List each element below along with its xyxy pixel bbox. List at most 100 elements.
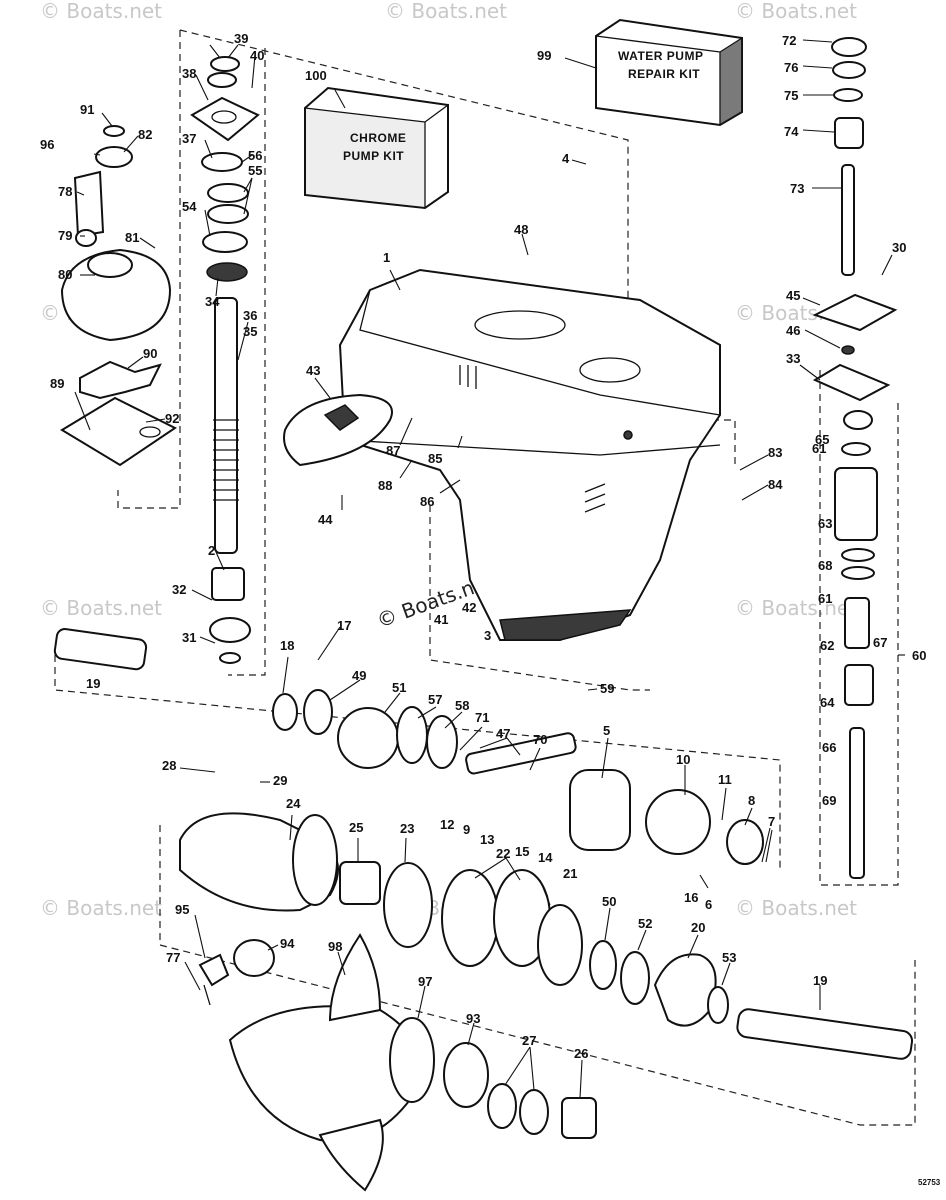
trim-tab-plate xyxy=(283,393,393,467)
label-14: 14 xyxy=(538,850,553,865)
label-95: 95 xyxy=(175,902,189,917)
label-80: 80 xyxy=(58,267,72,282)
label-28: 28 xyxy=(162,758,176,773)
propeller-parts xyxy=(198,933,597,1192)
label-16: 16 xyxy=(684,890,698,905)
label-77: 77 xyxy=(166,950,180,965)
label-79: 79 xyxy=(58,228,72,243)
label-64: 64 xyxy=(820,695,835,710)
label-90: 90 xyxy=(143,346,157,361)
label-70: 70 xyxy=(533,732,547,747)
part-labels: 1 2 3 4 5 6 7 8 9 10 11 12 13 14 15 16 1… xyxy=(40,31,941,1187)
label-44: 44 xyxy=(318,512,333,527)
label-63: 63 xyxy=(818,516,832,531)
label-69: 69 xyxy=(822,793,836,808)
watermark: © Boats.net xyxy=(735,896,857,920)
label-32: 32 xyxy=(172,582,186,597)
label-46: 46 xyxy=(786,323,800,338)
label-27: 27 xyxy=(522,1033,536,1048)
label-47: 47 xyxy=(496,726,510,741)
label-61a: 61 xyxy=(812,441,826,456)
label-8: 8 xyxy=(748,793,755,808)
label-98: 98 xyxy=(328,939,342,954)
propeller-shaft-gear-parts xyxy=(53,628,914,1060)
label-24: 24 xyxy=(286,796,301,811)
label-15: 15 xyxy=(515,844,529,859)
label-89: 89 xyxy=(50,376,64,391)
label-40: 40 xyxy=(250,48,264,63)
label-57: 57 xyxy=(428,692,442,707)
label-42: 42 xyxy=(462,600,476,615)
label-54: 54 xyxy=(182,199,197,214)
label-12: 12 xyxy=(440,817,454,832)
label-4: 4 xyxy=(562,151,570,166)
water-pump-kit-box: WATER PUMP REPAIR KIT xyxy=(595,18,743,127)
water-pump-parts xyxy=(60,125,177,467)
label-74: 74 xyxy=(784,124,799,139)
label-30: 30 xyxy=(892,240,906,255)
label-18: 18 xyxy=(280,638,294,653)
label-58: 58 xyxy=(455,698,469,713)
label-19a: 19 xyxy=(86,676,100,691)
watermark: © Boats.net xyxy=(40,596,162,620)
label-1: 1 xyxy=(383,250,390,265)
label-51: 51 xyxy=(392,680,406,695)
label-59: 59 xyxy=(600,681,614,696)
chrome-pump-kit-line2: PUMP KIT xyxy=(343,149,404,163)
label-48: 48 xyxy=(514,222,528,237)
label-66: 66 xyxy=(822,740,836,755)
label-13: 13 xyxy=(480,832,494,847)
label-3: 3 xyxy=(484,628,491,643)
label-23: 23 xyxy=(400,821,414,836)
label-61b: 61 xyxy=(818,591,832,606)
label-73: 73 xyxy=(790,181,804,196)
label-87: 87 xyxy=(386,443,400,458)
label-39: 39 xyxy=(234,31,248,46)
leader-lines xyxy=(74,39,893,1099)
label-9: 9 xyxy=(463,822,470,837)
shift-rod-parts xyxy=(812,37,898,879)
label-35: 35 xyxy=(243,324,257,339)
drive-shaft-parts xyxy=(190,56,260,664)
label-36: 36 xyxy=(243,308,257,323)
label-65: 65 xyxy=(815,432,829,447)
label-21: 21 xyxy=(563,866,577,881)
label-34: 34 xyxy=(205,294,220,309)
watermark: © Boats.net xyxy=(40,0,162,23)
label-92: 92 xyxy=(165,411,179,426)
label-29: 29 xyxy=(273,773,287,788)
label-19b: 19 xyxy=(813,973,827,988)
label-11: 11 xyxy=(718,772,732,787)
label-71: 71 xyxy=(475,710,489,725)
label-38: 38 xyxy=(182,66,196,81)
label-25: 25 xyxy=(349,820,363,835)
label-22: 22 xyxy=(496,846,510,861)
label-41: 41 xyxy=(434,612,448,627)
label-84: 84 xyxy=(768,477,783,492)
gearcase-housing xyxy=(338,268,721,641)
label-26: 26 xyxy=(574,1046,588,1061)
label-76: 76 xyxy=(784,60,798,75)
label-67: 67 xyxy=(873,635,887,650)
label-97: 97 xyxy=(418,974,432,989)
label-10: 10 xyxy=(676,752,690,767)
label-81: 81 xyxy=(125,230,139,245)
watermark: © Boats.net xyxy=(735,596,857,620)
water-pump-kit-line2: REPAIR KIT xyxy=(628,67,700,81)
watermark: © Boats.net xyxy=(385,0,507,23)
label-52: 52 xyxy=(638,916,652,931)
label-45: 45 xyxy=(786,288,800,303)
label-82: 82 xyxy=(138,127,152,142)
label-75: 75 xyxy=(784,88,798,103)
label-72: 72 xyxy=(782,33,796,48)
label-60: 60 xyxy=(912,648,926,663)
label-86: 86 xyxy=(420,494,434,509)
label-7: 7 xyxy=(768,814,775,829)
label-99: 99 xyxy=(537,48,551,63)
label-37: 37 xyxy=(182,131,196,146)
label-2: 2 xyxy=(208,543,215,558)
label-53: 53 xyxy=(722,950,736,965)
label-83: 83 xyxy=(768,445,782,460)
label-17: 17 xyxy=(337,618,351,633)
